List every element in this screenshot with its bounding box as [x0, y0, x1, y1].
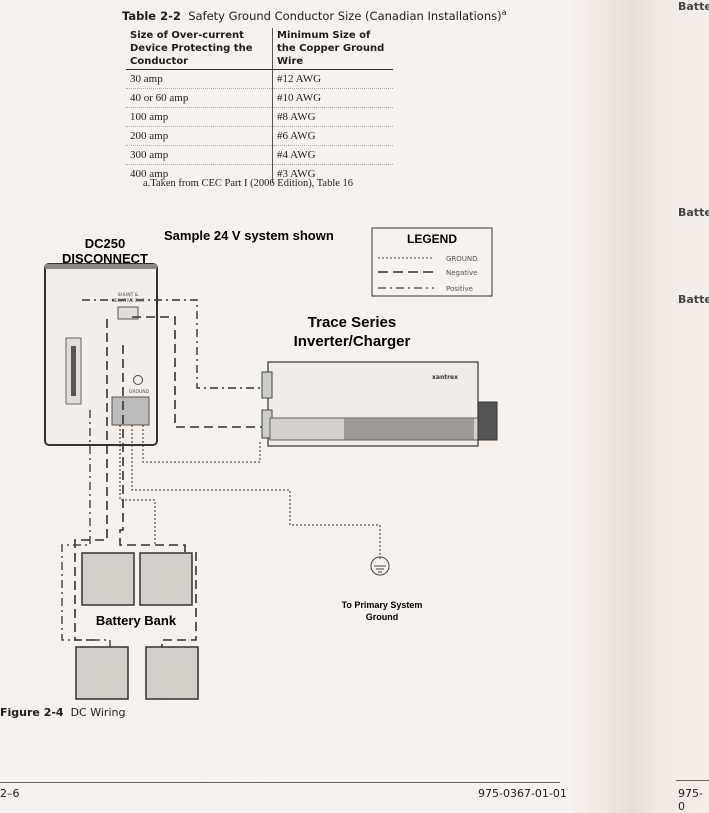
negative-wire: [119, 345, 186, 552]
table-row: 40 or 60 amp#10 AWG: [126, 88, 393, 108]
ground-label: To Primary System: [342, 600, 423, 610]
ground-bus-icon: [111, 396, 150, 426]
table-number: Table 2-2: [122, 8, 181, 23]
battery-icon: [145, 646, 199, 700]
footer-divider: [0, 782, 560, 783]
inverter-label: Inverter/Charger: [294, 333, 411, 350]
disconnect-label: DISCONNECT: [62, 251, 148, 266]
battery-icon: [75, 646, 129, 700]
legend: LEGEND GROUND Negative Positive: [371, 227, 493, 297]
cell: 400 amp: [126, 164, 273, 183]
shunt-label: SHUNT &: [118, 292, 139, 298]
ground-bus-label: GROUND: [129, 389, 150, 395]
cell: #10 AWG: [272, 88, 393, 108]
sample-note: Sample 24 V system shown: [164, 228, 334, 243]
footer-divider: [676, 780, 709, 781]
ground-wire: [119, 425, 156, 545]
ground-conductor-table: Size of Over-current Device Protecting t…: [126, 28, 393, 183]
negative-wire: [132, 316, 262, 428]
system-ground: To Primary System Ground: [342, 556, 423, 622]
legend-item: Negative: [446, 269, 477, 277]
right-page-heading: Batte: [678, 293, 709, 306]
figure-number: Figure 2-4: [0, 706, 64, 719]
ground-symbol-icon: [133, 375, 143, 385]
cell: 200 amp: [126, 126, 273, 146]
table-row: 300 amp#4 AWG: [126, 145, 393, 165]
earth-ground-icon: [370, 556, 390, 576]
table-row: 30 amp#12 AWG: [126, 69, 393, 89]
right-page-doc-number: 975-0: [678, 787, 703, 813]
column-header: Minimum Size of the Copper Ground Wire: [272, 28, 393, 70]
positive-wire: [82, 299, 262, 389]
ground-wire: [142, 425, 261, 463]
disconnect-label: DC250: [85, 236, 125, 251]
cell: #4 AWG: [272, 145, 393, 165]
cell: #8 AWG: [272, 107, 393, 127]
table-title-text: Safety Ground Conductor Size (Canadian I…: [188, 8, 502, 23]
negative-wire: [161, 552, 197, 648]
table-row: 100 amp#8 AWG: [126, 107, 393, 127]
cell: #3 AWG: [277, 168, 316, 180]
right-page-heading: Batte: [678, 206, 709, 219]
legend-title: LEGEND: [407, 232, 457, 246]
table-row: 400 amp #3 AWG: [126, 164, 393, 183]
page-number: 2–6: [0, 787, 20, 800]
battery-bank-label: Battery Bank: [96, 613, 177, 628]
legend-item: GROUND: [446, 255, 478, 263]
inverter-label: Trace Series: [308, 314, 396, 331]
table-footnote: a.Taken from CEC Part I (2006 Edition), …: [143, 178, 354, 189]
cell: #12 AWG: [272, 69, 393, 89]
footnote-marker: a: [501, 8, 507, 17]
battery-icon: [81, 552, 135, 606]
shunt-label: NEGATIVE BUS: [111, 298, 144, 304]
table-title: Table 2-2 Safety Ground Conductor Size (…: [122, 8, 507, 23]
cell: 40 or 60 amp: [126, 88, 273, 108]
dc250-disconnect: SHUNT & NEGATIVE BUS GROUND: [44, 263, 158, 446]
trace-inverter-charger: Trace Series Inverter/Charger xantrex: [261, 314, 498, 447]
shunt-icon: [117, 306, 139, 320]
figure-title: DC Wiring: [70, 706, 126, 719]
negative-wire: [74, 319, 108, 641]
brand-logo: xantrex: [432, 374, 458, 381]
figure-caption: Figure 2-4 DC Wiring: [0, 706, 125, 719]
ground-wire: [131, 425, 381, 560]
document-number: 975-0367-01-01: [478, 787, 567, 800]
ground-label: Ground: [366, 612, 399, 622]
right-page-heading: Batte: [678, 0, 709, 13]
wiring: [61, 299, 381, 648]
legend-item: Positive: [446, 285, 473, 293]
cell: 300 amp: [126, 145, 273, 165]
table-row: 200 amp#6 AWG: [126, 126, 393, 146]
positive-wire: [61, 410, 111, 648]
column-header: Size of Over-current Device Protecting t…: [126, 28, 273, 70]
battery-icon: [139, 552, 193, 606]
cell: 30 amp: [126, 69, 273, 89]
fan-icon: [477, 401, 498, 441]
cell: #6 AWG: [272, 126, 393, 146]
cell: 100 amp: [126, 107, 273, 127]
battery-bank: Battery Bank: [75, 552, 199, 700]
